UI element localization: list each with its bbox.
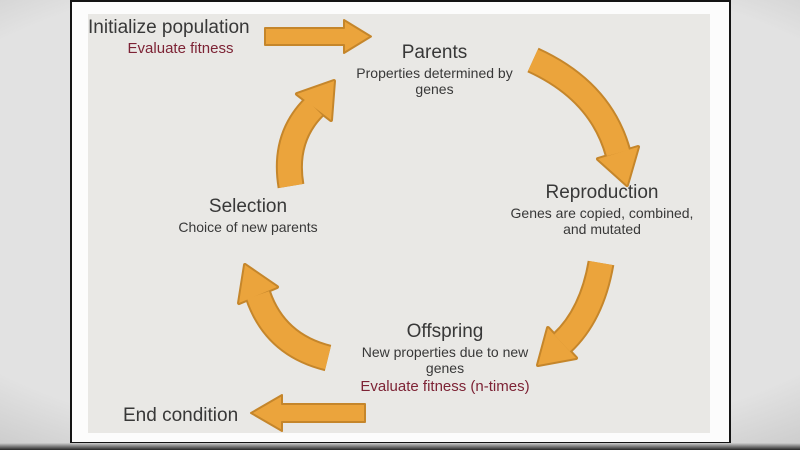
node-offspring: Offspring New properties due to new gene… — [350, 321, 540, 395]
node-title: Parents — [401, 42, 468, 63]
arrow-offspring-to-selection-icon — [237, 263, 332, 372]
node-end-condition: End condition — [123, 405, 303, 426]
bottom-letterbox-bar — [0, 443, 800, 450]
evaluate-fitness-n-times-note: Evaluate fitness (n-times) — [360, 378, 530, 395]
arrow-reproduction-to-offspring-icon — [536, 260, 615, 367]
node-subtitle: New properties due to new genes — [361, 344, 529, 376]
node-subtitle: Choice of new parents — [178, 219, 318, 235]
arrow-parents-to-reproduction-icon — [527, 47, 640, 187]
node-parents: Parents Properties determined by genes — [352, 42, 517, 97]
node-subtitle: Genes are copied, combined, and mutated — [510, 205, 694, 237]
node-selection: Selection Choice of new parents — [158, 196, 338, 235]
node-initialize-population: Initialize population Evaluate fitness — [88, 17, 288, 57]
node-reproduction: Reproduction Genes are copied, combined,… — [507, 182, 697, 237]
arrow-selection-to-parents-icon — [275, 79, 336, 189]
node-subtitle: Properties determined by genes — [356, 65, 513, 97]
node-title: Reproduction — [545, 182, 659, 203]
node-title: Selection — [208, 196, 288, 217]
node-title: End condition — [123, 405, 239, 426]
node-title: Initialize population — [88, 17, 250, 38]
evaluate-fitness-note: Evaluate fitness — [127, 40, 234, 57]
node-title: Offspring — [406, 321, 484, 342]
